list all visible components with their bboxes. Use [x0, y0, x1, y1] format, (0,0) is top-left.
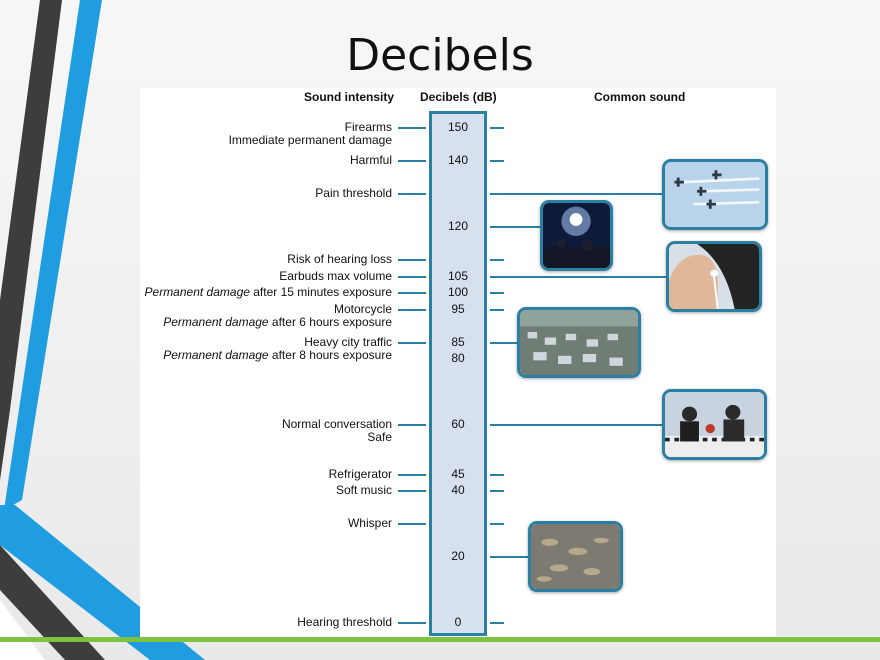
- scale-tick: [490, 160, 504, 162]
- sound-intensity-label: Heavy city traffic: [304, 334, 392, 349]
- decibel-value: 0: [454, 615, 462, 629]
- decibel-diagram: Sound intensity Decibels (dB) Common sou…: [140, 88, 776, 640]
- decibel-value: 60: [451, 417, 465, 431]
- scale-tick: [398, 259, 426, 261]
- scale-tick: [398, 160, 426, 162]
- sound-intensity-label: Permanent damage after 6 hours exposure: [163, 314, 392, 329]
- decibel-value: 80: [451, 351, 465, 365]
- scale-tick: [490, 523, 504, 525]
- scale-tick: [398, 490, 426, 492]
- concert-photo: [540, 200, 613, 271]
- photo-connector-line: [490, 556, 528, 558]
- photo-connector-line: [490, 226, 540, 228]
- photo-connector-line: [490, 193, 662, 195]
- decibel-value: 100: [447, 285, 469, 299]
- header-common-sound: Common sound: [594, 90, 686, 104]
- sound-intensity-label: Permanent damage after 15 minutes exposu…: [144, 285, 392, 299]
- decibel-value: 105: [447, 268, 469, 283]
- header-decibels: Decibels (dB): [420, 90, 497, 104]
- sound-intensity-label: Risk of hearing loss: [287, 252, 392, 266]
- decibel-value: 40: [451, 483, 465, 497]
- sound-intensity-label: Permanent damage after 8 hours exposure: [163, 347, 392, 362]
- scale-tick: [398, 473, 426, 476]
- photo-connector-line: [490, 341, 517, 344]
- sound-intensity-label: Motorcycle: [333, 301, 392, 316]
- sound-intensity-label: Pain threshold: [315, 186, 392, 200]
- decibel-value: 140: [447, 153, 469, 167]
- photo-connector-line: [490, 424, 662, 426]
- scale-tick: [490, 622, 504, 624]
- scale-tick: [490, 473, 504, 476]
- earbuds-photo: [666, 241, 762, 312]
- decibel-value: 120: [447, 219, 469, 233]
- sound-intensity-label: Hearing threshold: [297, 615, 392, 629]
- sound-intensity-label: Refrigerator: [328, 466, 392, 481]
- sound-intensity-label: Soft music: [335, 483, 392, 497]
- jet-airplanes-photo: [662, 159, 768, 230]
- scale-tick: [398, 193, 426, 195]
- sound-intensity-label: Harmful: [349, 153, 392, 167]
- sound-intensity-label: Firearms: [344, 120, 392, 134]
- sound-intensity-label: Whisper: [347, 516, 392, 530]
- traffic-photo: [517, 307, 641, 378]
- scale-tick: [490, 292, 504, 294]
- scale-tick: [490, 490, 504, 492]
- scale-tick: [398, 424, 426, 426]
- decibel-value: 150: [447, 120, 469, 134]
- sound-intensity-label: Safe: [367, 430, 392, 445]
- photo-connector-line: [490, 275, 666, 278]
- decibel-value: 20: [451, 549, 465, 563]
- sound-intensity-label: Earbuds max volume: [279, 268, 392, 283]
- header-sound-intensity: Sound intensity: [304, 90, 394, 104]
- scale-tick: [398, 341, 426, 344]
- decibel-value: 95: [451, 301, 465, 316]
- scale-tick: [490, 127, 504, 129]
- footer-accent-line: [0, 637, 880, 642]
- scale-tick: [490, 308, 504, 311]
- sound-intensity-label: Normal conversation: [281, 417, 392, 431]
- scale-tick: [398, 275, 426, 278]
- decibel-value: 45: [451, 466, 465, 481]
- slide-title: Decibels: [346, 30, 534, 81]
- decibel-value: 85: [451, 334, 465, 349]
- scale-tick: [398, 308, 426, 311]
- scale-tick: [398, 127, 426, 129]
- scale-tick: [398, 292, 426, 294]
- scale-tick: [398, 523, 426, 525]
- conversation-photo: [662, 389, 767, 460]
- sound-intensity-label: Immediate permanent damage: [228, 133, 392, 148]
- decibel-scale-column: [429, 111, 487, 636]
- scale-tick: [490, 259, 504, 261]
- scale-tick: [398, 622, 426, 624]
- leaves-photo: [528, 521, 623, 592]
